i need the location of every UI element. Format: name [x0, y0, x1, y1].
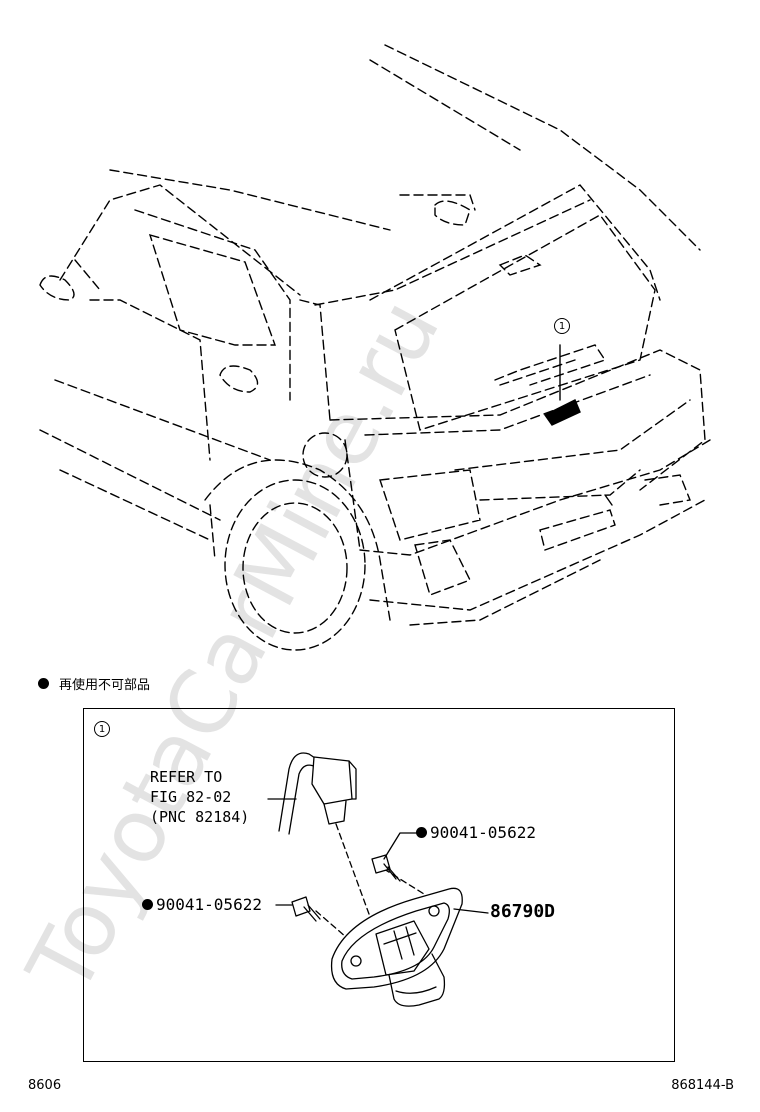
- detail-box: 1 REFER TO FIG 82-02 (PNC 82184) 90041-056…: [83, 708, 675, 1062]
- detail-index-text: 1: [98, 723, 106, 735]
- legend: 再使用不可部品: [38, 674, 150, 693]
- legend-text: 再使用不可部品: [59, 678, 151, 693]
- detail-drawing: [267, 752, 489, 1007]
- part-bolt-left[interactable]: 90041-05622: [142, 895, 262, 914]
- part-number: 90041-05622: [156, 895, 262, 914]
- vehicle-rear-overview: [39, 44, 711, 651]
- callout-marker: 1: [554, 318, 570, 334]
- refer-line-3: (PNC 82184): [150, 808, 250, 826]
- refer-note: REFER TO FIG 82-02 (PNC 82184): [150, 767, 249, 827]
- part-number: 86790D: [490, 901, 556, 922]
- part-number: 90041-05622: [430, 823, 536, 842]
- detail-index-marker: 1: [94, 721, 110, 737]
- refer-line-1: REFER TO: [150, 768, 223, 786]
- footer-left-code: 8606: [28, 1078, 62, 1093]
- callout-marker-text: 1: [558, 320, 566, 332]
- refer-line-2: FIG 82-02: [150, 788, 232, 806]
- non-reusable-dot-icon: [142, 899, 153, 910]
- non-reusable-dot-icon: [38, 678, 49, 689]
- footer-right-code: 868144-B: [671, 1078, 734, 1093]
- non-reusable-dot-icon: [416, 827, 427, 838]
- part-bolt-upper[interactable]: 90041-05622: [416, 823, 536, 842]
- part-license-lamp[interactable]: 86790D: [490, 901, 555, 922]
